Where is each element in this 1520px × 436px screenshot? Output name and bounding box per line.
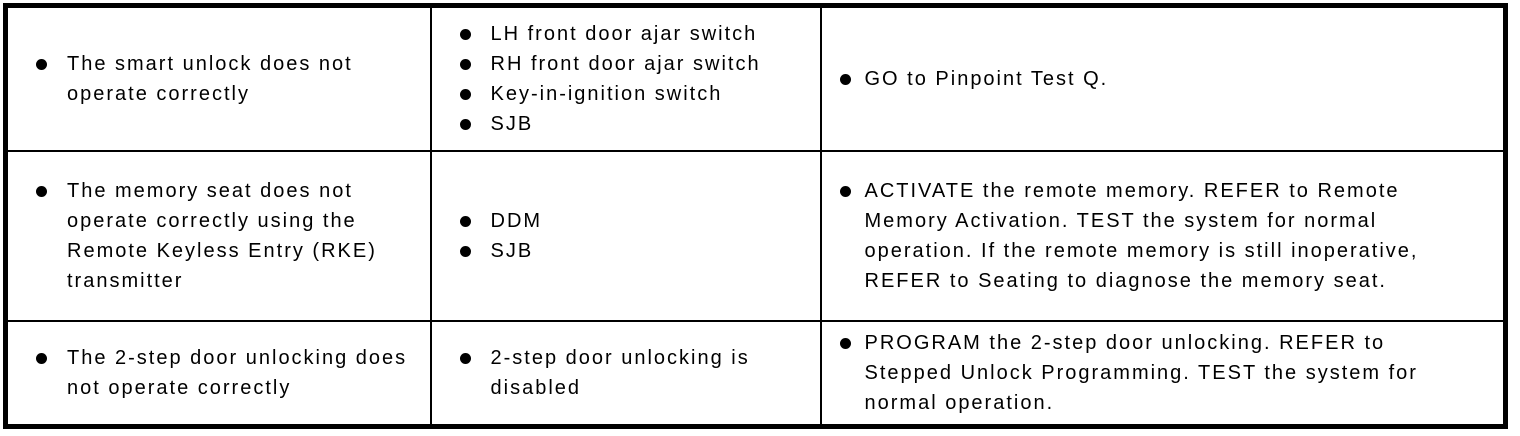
list-item: 2-step door unlocking is disabled <box>459 343 812 403</box>
list-item-text: ACTIVATE the remote memory. REFER to Rem… <box>864 179 1419 292</box>
list-item-text: PROGRAM the 2-step door unlocking. REFER… <box>864 331 1418 414</box>
list-item: The smart unlock does not operate correc… <box>36 49 422 109</box>
bullet-list: The smart unlock does not operate correc… <box>36 49 422 109</box>
list-item: SJB <box>459 236 812 266</box>
bullet-icon <box>459 88 471 100</box>
bullet-icon <box>36 352 47 364</box>
list-item: GO to Pinpoint Test Q. <box>839 64 1496 94</box>
list-item: PROGRAM the 2-step door unlocking. REFER… <box>839 328 1496 418</box>
list-item-text: The 2-step door unlocking does not opera… <box>67 346 408 399</box>
possible-sources-cell: 2-step door unlocking is disabled <box>429 319 822 427</box>
action-cell: PROGRAM the 2-step door unlocking. REFER… <box>819 319 1507 427</box>
bullet-icon <box>459 58 471 70</box>
list-item-text: DDM <box>490 209 543 232</box>
table-row: The 2-step door unlocking does not opera… <box>4 319 1507 427</box>
list-item: The memory seat does not operate correct… <box>36 176 422 296</box>
list-item: SJB <box>459 109 812 139</box>
bullet-list: DDM SJB <box>459 206 812 266</box>
bullet-list: LH front door ajar switch RH front door … <box>459 19 812 139</box>
list-item: LH front door ajar switch <box>459 19 812 49</box>
symptom-cell: The smart unlock does not operate correc… <box>4 4 432 152</box>
bullet-icon <box>459 245 471 257</box>
bullet-icon <box>459 118 471 130</box>
bullet-list: The memory seat does not operate correct… <box>36 176 422 296</box>
action-cell: GO to Pinpoint Test Q. <box>819 4 1507 152</box>
list-item-text: 2-step door unlocking is disabled <box>490 346 750 399</box>
bullet-icon <box>36 185 47 197</box>
list-item: RH front door ajar switch <box>459 49 812 79</box>
possible-sources-cell: DDM SJB <box>429 149 822 322</box>
symptom-cell: The 2-step door unlocking does not opera… <box>4 319 432 427</box>
list-item-text: RH front door ajar switch <box>490 52 761 75</box>
list-item: Key-in-ignition switch <box>459 79 812 109</box>
table-row: The smart unlock does not operate correc… <box>4 4 1507 152</box>
bullet-list: GO to Pinpoint Test Q. <box>839 64 1496 94</box>
symptom-chart-table: The smart unlock does not operate correc… <box>3 3 1508 429</box>
list-item-text: LH front door ajar switch <box>490 22 758 45</box>
list-item-text: Key-in-ignition switch <box>490 82 723 105</box>
list-item-text: SJB <box>490 112 534 135</box>
bullet-list: ACTIVATE the remote memory. REFER to Rem… <box>839 176 1496 296</box>
possible-sources-cell: LH front door ajar switch RH front door … <box>429 4 822 152</box>
list-item-text: SJB <box>490 239 534 262</box>
list-item: DDM <box>459 206 812 236</box>
action-cell: ACTIVATE the remote memory. REFER to Rem… <box>819 149 1507 322</box>
symptom-cell: The memory seat does not operate correct… <box>4 149 432 322</box>
bullet-icon <box>839 73 851 85</box>
bullet-icon <box>459 28 471 40</box>
list-item-text: The memory seat does not operate correct… <box>67 179 377 292</box>
bullet-icon <box>839 185 851 197</box>
bullet-icon <box>459 215 471 227</box>
table-row: The memory seat does not operate correct… <box>4 149 1507 322</box>
bullet-icon <box>459 352 471 364</box>
list-item: ACTIVATE the remote memory. REFER to Rem… <box>839 176 1496 296</box>
list-item-text: The smart unlock does not operate correc… <box>67 52 353 105</box>
bullet-icon <box>839 337 851 349</box>
bullet-list: The 2-step door unlocking does not opera… <box>36 343 422 403</box>
list-item: The 2-step door unlocking does not opera… <box>36 343 422 403</box>
bullet-list: 2-step door unlocking is disabled <box>459 343 812 403</box>
bullet-list: PROGRAM the 2-step door unlocking. REFER… <box>839 328 1496 418</box>
list-item-text: GO to Pinpoint Test Q. <box>864 67 1109 90</box>
bullet-icon <box>36 58 47 70</box>
